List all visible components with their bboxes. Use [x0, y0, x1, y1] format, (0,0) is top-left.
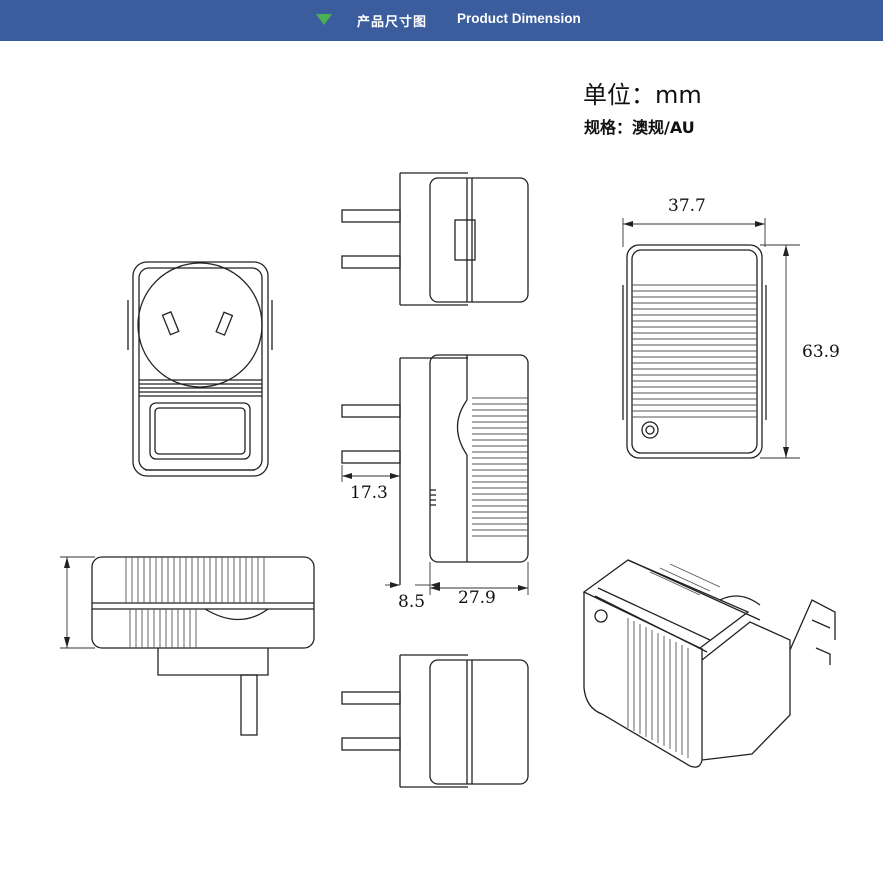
header-title-cn: 产品尺寸图	[357, 15, 428, 30]
front-view	[127, 261, 273, 477]
back-view-fins	[632, 284, 757, 418]
dimension-arrowheads	[64, 221, 789, 648]
spec-label: 规格：澳规/AU	[584, 118, 695, 137]
dim-pin-length-label: 17.3	[350, 483, 388, 503]
header-title-en: Product Dimension	[457, 11, 581, 26]
dim-width-label: 37.7	[668, 196, 706, 216]
side-view-top	[341, 172, 529, 306]
side-view-bottom	[341, 654, 529, 788]
dim-depth-label: 27.9	[458, 588, 496, 608]
back-view	[622, 244, 767, 459]
isometric-view	[582, 559, 836, 768]
triangle-down-icon	[316, 14, 332, 25]
isometric-fins	[627, 563, 721, 758]
dim-flange-label: 8.5	[398, 592, 425, 612]
top-view	[91, 556, 315, 736]
dim-height-label: 63.9	[802, 342, 840, 362]
header-banner: 产品尺寸图 Product Dimension	[0, 0, 883, 41]
top-view-fins	[125, 557, 265, 648]
side-view-middle	[341, 354, 529, 585]
side-view-fins	[472, 397, 528, 537]
unit-label: 单位：mm	[583, 81, 702, 109]
